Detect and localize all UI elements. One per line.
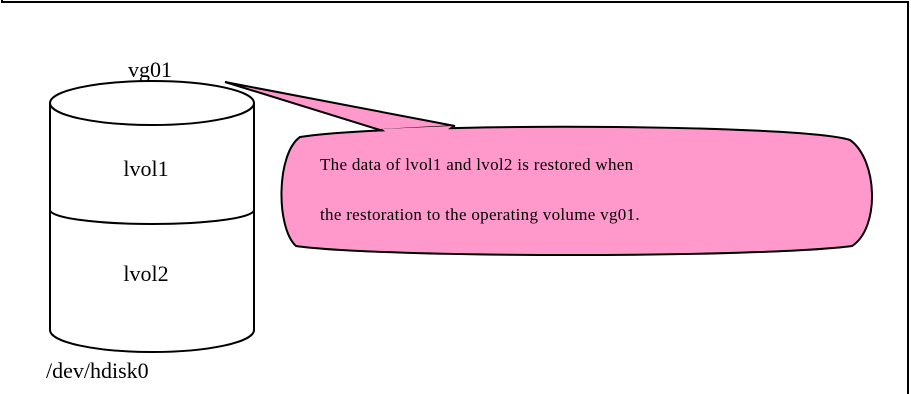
callout-text-line-2: the restoration to the operating volume … bbox=[320, 205, 640, 224]
callout-pointer bbox=[224, 81, 456, 132]
disk-cylinder-top bbox=[49, 80, 255, 126]
callout-text-line-1: The data of lvol1 and lvol2 is restored … bbox=[320, 155, 634, 174]
disk-cylinder-body bbox=[49, 103, 255, 353]
volume-group-label: vg01 bbox=[128, 57, 172, 82]
callout-pointer-join bbox=[382, 126, 452, 136]
volume-label-lvol1: lvol1 bbox=[123, 156, 168, 181]
volume-label-lvol2: lvol2 bbox=[123, 261, 168, 286]
device-label: /dev/hdisk0 bbox=[46, 358, 149, 383]
volume-divider bbox=[49, 209, 255, 225]
callout-bubble bbox=[280, 125, 873, 256]
